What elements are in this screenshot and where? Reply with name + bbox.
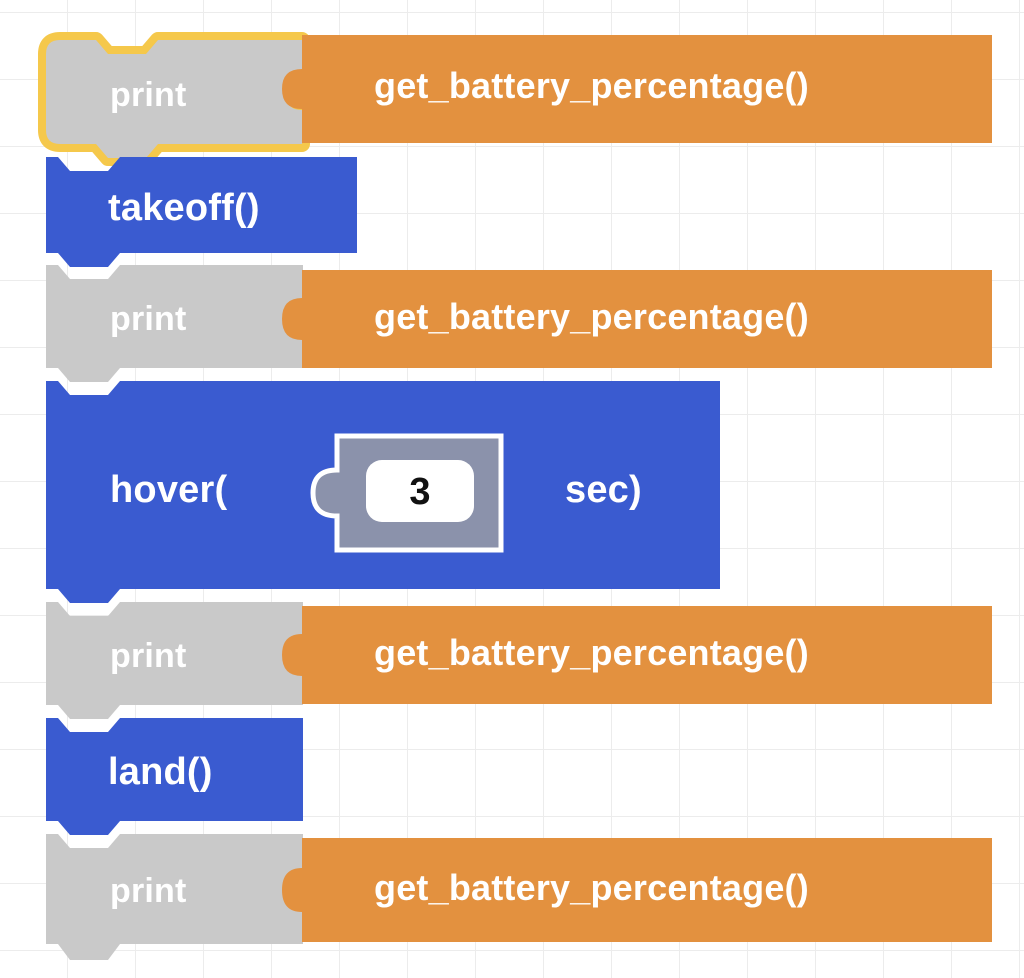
number-input-value: 3 <box>409 471 431 513</box>
reporter-block-body[interactable] <box>282 606 992 704</box>
land-block[interactable]: land() <box>46 718 303 835</box>
reporter-block-body[interactable] <box>282 35 992 143</box>
land-block-body[interactable] <box>46 718 303 835</box>
takeoff-block[interactable]: takeoff() <box>46 157 357 267</box>
print-block-1[interactable]: print <box>38 32 310 166</box>
print-block-3[interactable]: print <box>46 602 303 719</box>
print-block-4[interactable]: print <box>46 834 303 964</box>
print-block-body[interactable] <box>46 602 303 719</box>
number-input-field[interactable]: 3 <box>366 460 474 522</box>
reporter-block-1[interactable]: get_battery_percentage() <box>276 35 992 143</box>
reporter-block-3[interactable]: get_battery_percentage() <box>276 606 992 704</box>
reporter-block-2[interactable]: get_battery_percentage() <box>276 270 992 368</box>
takeoff-block-body[interactable] <box>46 157 357 267</box>
number-block[interactable]: 3 <box>305 432 505 554</box>
print-block-2[interactable]: print <box>46 265 303 382</box>
reporter-block-body[interactable] <box>282 270 992 368</box>
reporter-block-4[interactable]: get_battery_percentage() <box>276 838 992 942</box>
print-block-body[interactable] <box>46 834 303 960</box>
print-block-body[interactable] <box>46 40 302 158</box>
print-block-body[interactable] <box>46 265 303 382</box>
reporter-block-body[interactable] <box>282 838 992 942</box>
